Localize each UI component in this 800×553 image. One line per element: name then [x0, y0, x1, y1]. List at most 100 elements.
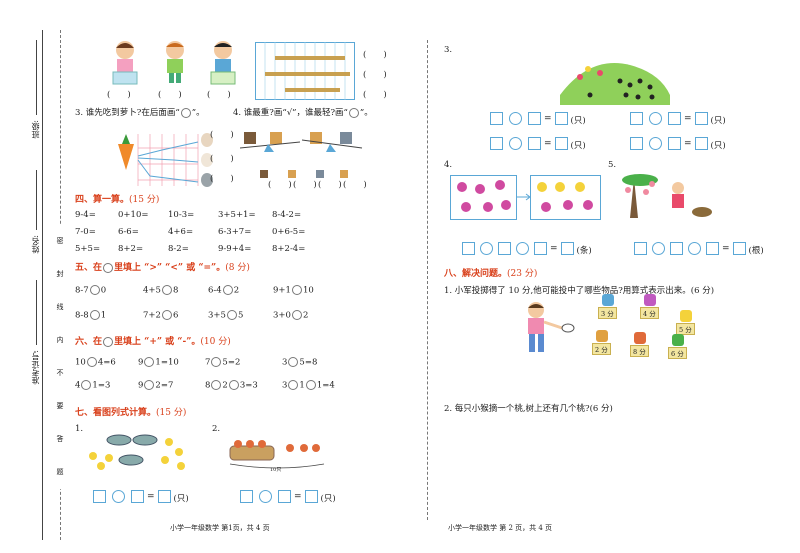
operator-circle[interactable] [649, 112, 662, 125]
ants-answer-row[interactable]: =(只) [630, 133, 726, 152]
q4-paren-1[interactable]: ( ) [268, 180, 292, 190]
calc-problem[interactable]: 8-4-2= [272, 210, 302, 220]
q3-paren-2[interactable]: ( ) [210, 154, 234, 164]
ants-answer-row[interactable]: =(只) [630, 108, 726, 127]
operator-circle[interactable] [652, 242, 665, 255]
compare-circle[interactable] [291, 310, 302, 320]
compare-circle[interactable] [89, 310, 100, 320]
result-box[interactable] [732, 242, 746, 255]
compare-circle[interactable] [161, 285, 172, 295]
result-box[interactable] [157, 490, 171, 503]
ants-answer-row[interactable]: =(只) [490, 108, 586, 127]
result-box[interactable] [560, 242, 574, 255]
result-box[interactable] [694, 112, 708, 125]
operator-circle[interactable] [259, 490, 272, 503]
answer-box[interactable] [668, 137, 681, 150]
operator-circle[interactable] [509, 112, 522, 125]
calc-problem[interactable]: 7-0= [75, 227, 96, 237]
answer-box[interactable] [534, 242, 547, 255]
right-q4-answer[interactable]: =(条) [462, 238, 592, 257]
ants-answer-row[interactable]: =(只) [490, 133, 586, 152]
operator-circle[interactable] [516, 242, 529, 255]
operator-circle[interactable] [211, 380, 222, 390]
child-paren-1[interactable]: ( ) [107, 90, 131, 100]
q4-paren-4[interactable]: ( ) [343, 180, 367, 190]
operator-circle[interactable] [480, 242, 493, 255]
calc-problem[interactable]: 8+2= [118, 244, 144, 254]
result-box[interactable] [554, 137, 568, 150]
answer-box[interactable] [462, 242, 475, 255]
q3-paren-1[interactable]: ( ) [210, 130, 234, 140]
calc-problem[interactable]: 8-2= [168, 244, 189, 254]
answer-box[interactable] [630, 112, 643, 125]
child-paren-3[interactable]: ( ) [207, 90, 231, 100]
calc-problem[interactable]: 3+5+1= [218, 210, 256, 220]
bar-paren-3[interactable]: ( ) [363, 90, 387, 100]
operator-circle[interactable] [144, 380, 155, 390]
operator-circle[interactable] [688, 242, 701, 255]
operator-circle[interactable] [112, 490, 125, 503]
answer-box[interactable] [490, 137, 503, 150]
answer-box[interactable] [93, 490, 106, 503]
compare-circle[interactable] [291, 285, 302, 295]
answer-box[interactable] [706, 242, 719, 255]
calc-problem[interactable]: 0+10= [118, 210, 149, 220]
operator-circle[interactable] [81, 380, 92, 390]
operator-circle[interactable] [288, 357, 299, 367]
answer-box[interactable] [278, 490, 291, 503]
q4-paren-2[interactable]: ( ) [293, 180, 317, 190]
calc-problem[interactable]: 0+6-5= [272, 227, 306, 237]
answer-box[interactable] [528, 137, 541, 150]
answer-box[interactable] [670, 242, 683, 255]
calc-problem[interactable]: 9-4= [75, 210, 96, 220]
result-box[interactable] [554, 112, 568, 125]
operator-circle[interactable] [305, 380, 316, 390]
operator-circle[interactable] [86, 357, 97, 367]
calc-problem[interactable]: 6-6= [118, 227, 139, 237]
calc-problem[interactable]: 10-3= [168, 210, 195, 220]
compare-circle[interactable] [161, 310, 172, 320]
right-q5-answer[interactable]: =(根) [634, 238, 764, 257]
calc-problem[interactable]: 5+5= [75, 244, 101, 254]
exam-id-blank[interactable] [36, 280, 38, 345]
operator-circle[interactable] [144, 357, 155, 367]
compare-circle[interactable] [226, 310, 237, 320]
sec7-q1-answer[interactable]: =(只) [93, 486, 189, 505]
q4-paren-3[interactable]: ( ) [318, 180, 342, 190]
answer-box[interactable] [630, 137, 643, 150]
calc-problem[interactable]: 9-9+4= [218, 244, 252, 254]
compare-circle[interactable] [222, 285, 233, 295]
operator-circle[interactable] [211, 357, 222, 367]
q3-paren-3[interactable]: ( ) [210, 174, 234, 184]
bar-paren-2[interactable]: ( ) [363, 70, 387, 80]
answer-box[interactable] [668, 112, 681, 125]
operator-circle[interactable] [228, 380, 239, 390]
bar-paren-1[interactable]: ( ) [363, 50, 387, 60]
name-blank[interactable] [36, 170, 38, 230]
sec7-q2-answer[interactable]: =(只) [240, 486, 336, 505]
operator-circle[interactable] [649, 137, 662, 150]
class-blank[interactable] [36, 40, 38, 115]
answer-box[interactable] [240, 490, 253, 503]
calc-problem[interactable]: 8+2-4= [272, 244, 306, 254]
result-box[interactable] [694, 137, 708, 150]
answer-box[interactable] [634, 242, 647, 255]
operator-circle[interactable] [509, 137, 522, 150]
calc-problem[interactable]: 4+6= [168, 227, 194, 237]
answer-box[interactable] [131, 490, 144, 503]
result-box[interactable] [304, 490, 318, 503]
child-paren-2[interactable]: ( ) [158, 90, 182, 100]
